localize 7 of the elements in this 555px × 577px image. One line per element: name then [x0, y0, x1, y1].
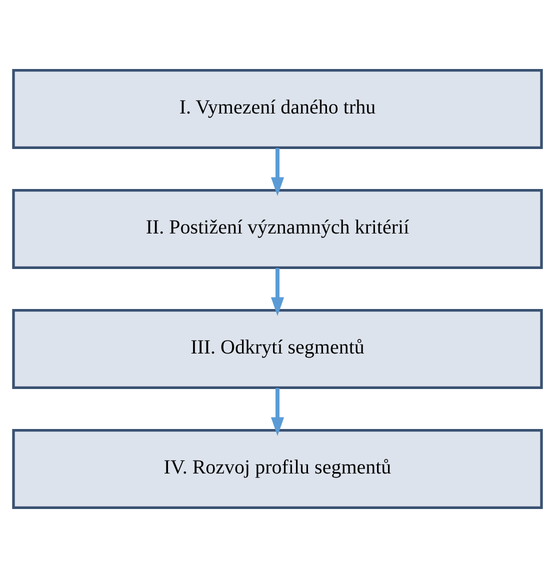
- arrow: [270, 388, 284, 436]
- node-box: IV. Rozvoj profilu segmentů: [12, 428, 543, 508]
- arrow: [270, 148, 284, 196]
- node-box: II. Postižení významných kritérií: [12, 188, 543, 268]
- arrow: [270, 268, 284, 316]
- node-box: I. Vymezení daného trhu: [12, 68, 543, 148]
- node-box: III. Odkrytí segmentů: [12, 308, 543, 388]
